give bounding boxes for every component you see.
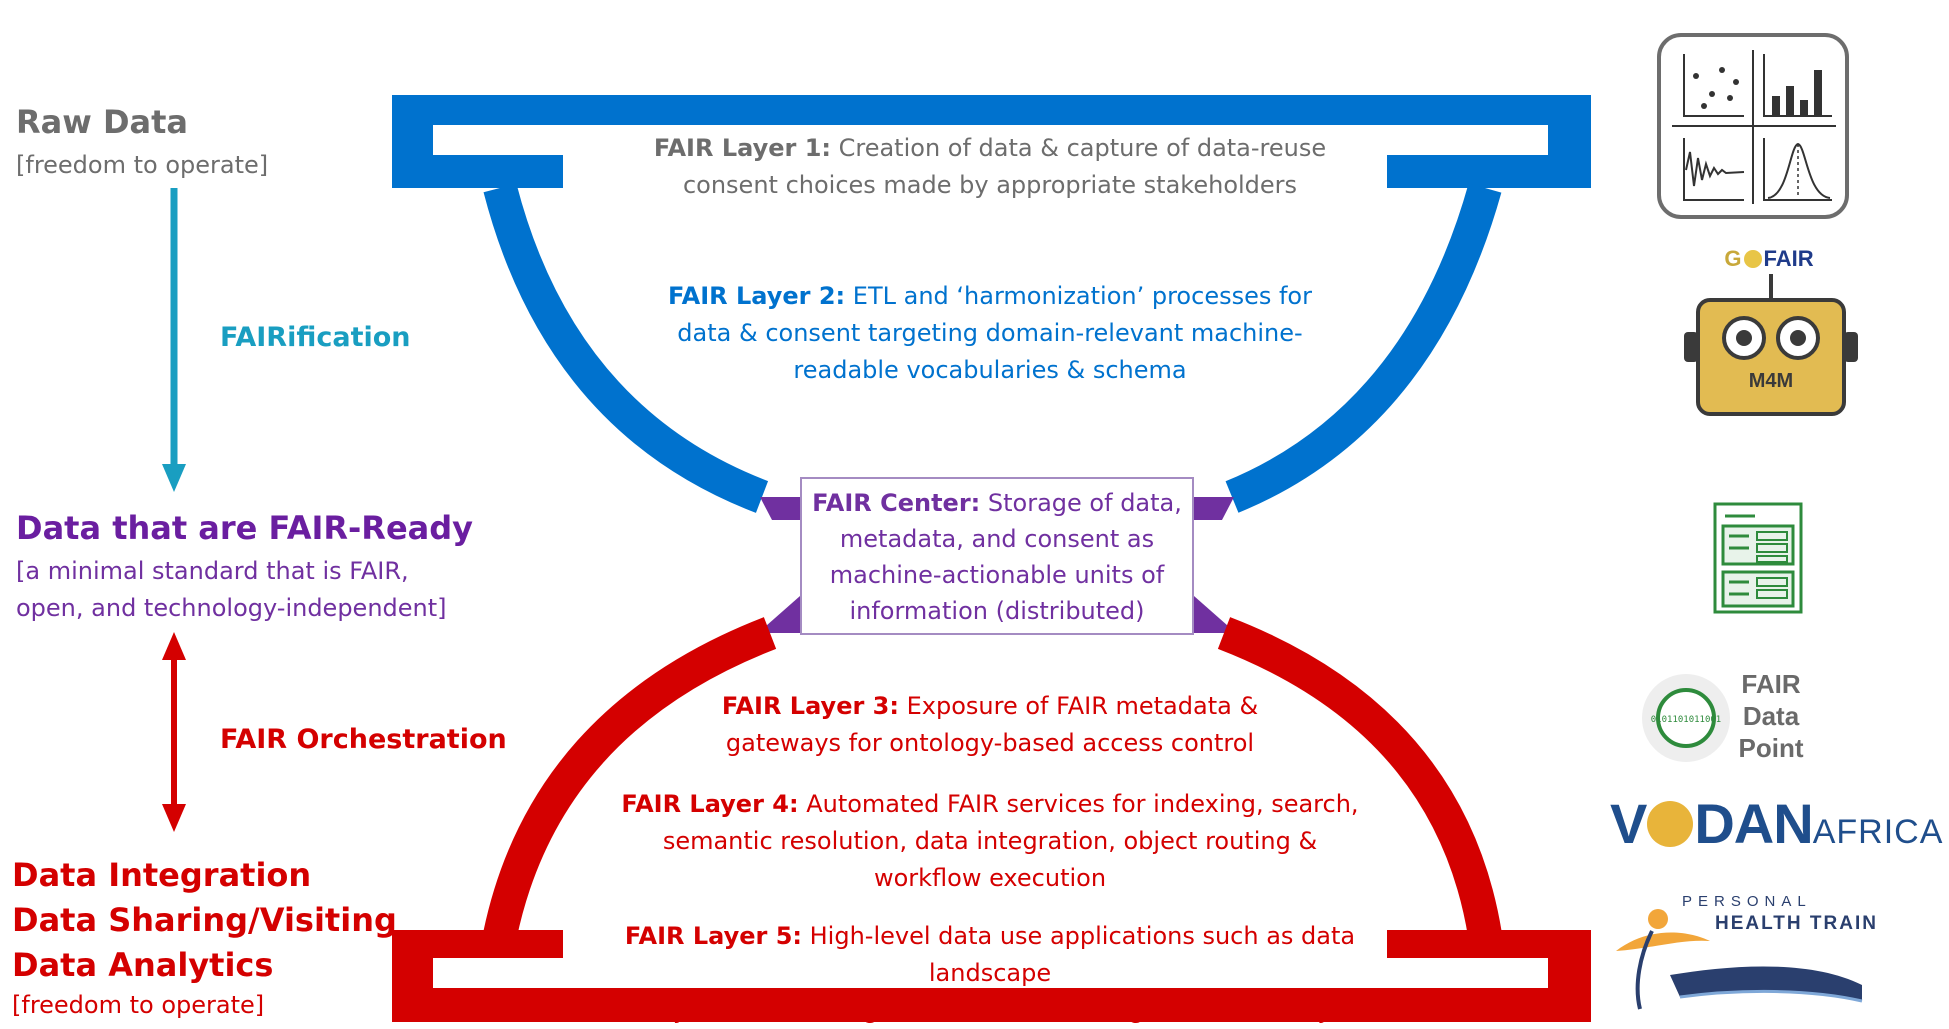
svg-text:0101101011001: 0101101011001	[1651, 715, 1721, 725]
layer-5-label: FAIR Layer 5:	[624, 922, 802, 950]
waveform-icon	[1683, 138, 1745, 201]
fair-center-label: FAIR Center:	[812, 489, 981, 517]
fair-data-point-icon: 0101101011001	[1642, 674, 1730, 762]
joint-top-left	[760, 497, 800, 520]
bottom-left-arm	[483, 617, 777, 939]
data-integration-title: Data Integration	[12, 856, 312, 894]
pht-personal-label: PERSONAL	[1682, 893, 1812, 910]
m4m-label: M4M	[1748, 370, 1794, 392]
charts-icon	[1657, 33, 1849, 219]
data-sharing-title: Data Sharing/Visiting	[12, 901, 397, 939]
distribution-icon	[1763, 138, 1832, 201]
layer-1-label: FAIR Layer 1:	[653, 134, 831, 162]
fair-center-box: FAIR Center: Storage of data, metadata, …	[800, 477, 1194, 635]
health-train-icon	[1616, 909, 1863, 1010]
data-integration-subtitle: [freedom to operate]	[12, 991, 265, 1019]
top-frame	[392, 95, 1591, 188]
m4m-robot-icon	[1684, 274, 1858, 416]
fair-data-point-label: FAIR Data Point	[1738, 669, 1804, 763]
raw-data-title: Raw Data	[16, 103, 188, 141]
joint-top-right	[1194, 497, 1234, 520]
globe-icon	[1743, 250, 1762, 268]
layer-3-text: FAIR Layer 3: Exposure of FAIR metadata …	[721, 692, 1259, 757]
bottom-right-arm	[1217, 617, 1502, 938]
joint-bottom-right	[1194, 596, 1236, 633]
data-analytics-title: Data Analytics	[12, 946, 274, 984]
orchestration-label: FAIR Orchestration	[220, 724, 507, 755]
fairification-label: FAIRification	[220, 322, 411, 353]
layer-2-text: FAIR Layer 2: ETL and ‘harmonization’ pr…	[668, 282, 1312, 384]
layer-1-text: FAIR Layer 1: Creation of data & capture…	[653, 134, 1327, 199]
pht-health-train-label: HEALTH TRAIN	[1715, 913, 1878, 934]
bottom-frame	[392, 930, 1591, 1022]
fairification-arrow	[162, 188, 186, 492]
layer-4-label: FAIR Layer 4:	[621, 790, 799, 818]
layer-3-label: FAIR Layer 3:	[721, 692, 899, 720]
fair-ready-title: Data that are FAIR-Ready	[16, 509, 473, 547]
joint-bottom-left	[758, 596, 800, 633]
fair-ready-sub-2: open, and technology-independent]	[16, 594, 447, 622]
form-icon	[1713, 502, 1803, 614]
raw-data-subtitle: [freedom to operate]	[16, 151, 269, 179]
virus-icon	[1647, 801, 1694, 847]
layer-2-label: FAIR Layer 2:	[668, 282, 846, 310]
bar-chart-icon	[1763, 54, 1832, 117]
top-right-arm	[1225, 183, 1502, 513]
layer-5-text: FAIR Layer 5: High-level data use applic…	[606, 922, 1374, 1024]
layer-4-text: FAIR Layer 4: Automated FAIR services fo…	[621, 790, 1359, 892]
orchestration-arrow	[162, 632, 186, 832]
scatter-chart-icon	[1683, 54, 1744, 117]
fair-ready-sub-1: [a minimal standard that is FAIR,	[16, 557, 409, 585]
top-left-arm	[483, 183, 769, 513]
